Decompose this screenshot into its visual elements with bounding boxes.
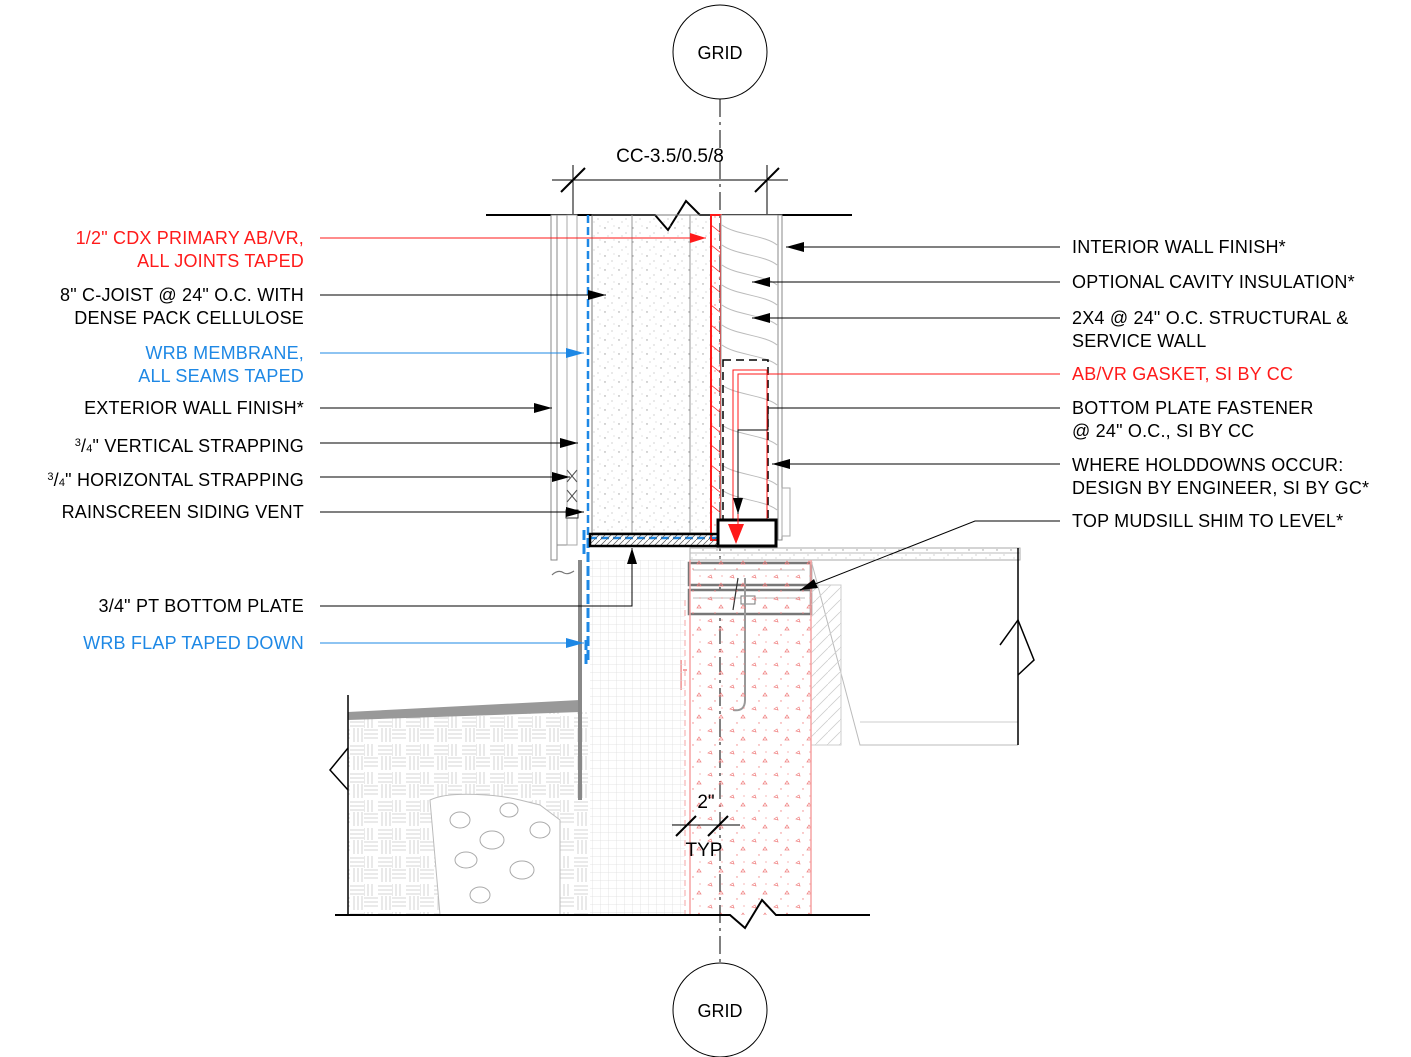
exterior-cladding [550, 214, 579, 576]
note-interior-finish-line: INTERIOR WALL FINISH* [1072, 237, 1286, 257]
wrb-flap [582, 530, 590, 665]
fraction-num: 3 [74, 437, 82, 449]
note-holddowns-line-2: DESIGN BY ENGINEER, SI BY GC* [1072, 478, 1370, 498]
pt-bottom-plate [588, 518, 778, 548]
fraction-num: 3 [47, 471, 54, 483]
note-interior-finish: INTERIOR WALL FINISH* [1072, 236, 1286, 259]
right-leaders [733, 242, 1060, 591]
note-wrb-flap-line: WRB FLAP TAPED DOWN [83, 633, 304, 653]
note-horizontal-strapping: 3/4" HORIZONTAL STRAPPING [47, 466, 304, 495]
note-exterior-finish: EXTERIOR WALL FINISH* [84, 397, 304, 420]
grid-marker-top: GRID [672, 4, 768, 100]
c-joist-cellulose [591, 214, 712, 534]
note-cavity-insulation-line: OPTIONAL CAVITY INSULATION* [1072, 272, 1355, 292]
cdx-air-barrier [710, 214, 722, 541]
note-ab-vr-gasket: AB/VR GASKET, SI BY CC [1072, 363, 1293, 386]
dimension-label: CC-3.5/0.5/8 [616, 146, 724, 167]
interior-framing [810, 548, 1035, 746]
grid-label-top: GRID [698, 43, 743, 63]
note-cdx-air-barrier: 1/2" CDX PRIMARY AB/VR, ALL JOINTS TAPED [76, 227, 304, 273]
note-cdx-line-1: 1/2" CDX PRIMARY AB/VR, [75, 228, 304, 248]
note-wrb-membrane: WRB MEMBRANE, ALL SEAMS TAPED [138, 342, 304, 388]
foundation-wall [680, 560, 812, 915]
grid-marker-bottom: GRID [672, 962, 768, 1057]
gap-dimension-label: 2" [697, 792, 714, 813]
note-vertical-strapping-line: 3/4" VERTICAL STRAPPING [74, 436, 304, 456]
vertical-strapping-text: " VERTICAL STRAPPING [92, 436, 304, 456]
note-cavity-insulation: OPTIONAL CAVITY INSULATION* [1072, 271, 1355, 294]
note-mudsill-shim-line: TOP MUDSILL SHIM TO LEVEL* [1072, 511, 1344, 531]
fraction-den: 4 [58, 477, 66, 489]
note-cdx-line-2: ALL JOINTS TAPED [137, 251, 304, 271]
note-wrb-line-1: WRB MEMBRANE, [145, 343, 304, 363]
exterior-soil [329, 560, 685, 916]
wall-dimension: CC-3.5/0.5/8 [552, 146, 788, 215]
note-bottom-plate-fastener: BOTTOM PLATE FASTENER @ 24" O.C., SI BY … [1072, 397, 1314, 443]
bottom-break-line [335, 898, 870, 930]
grid-label-bottom: GRID [698, 1001, 743, 1021]
note-c-joist: 8" C-JOIST @ 24" O.C. WITH DENSE PACK CE… [60, 284, 304, 330]
note-fastener-line-1: BOTTOM PLATE FASTENER [1072, 398, 1314, 418]
note-vertical-strapping: 3/4" VERTICAL STRAPPING [75, 432, 304, 461]
gap-dimension-note: TYP [686, 840, 723, 861]
note-c-joist-line-2: DENSE PACK CELLULOSE [74, 308, 304, 328]
note-pt-bottom-plate: 3/4" PT BOTTOM PLATE [99, 595, 304, 618]
note-service-wall: 2X4 @ 24" O.C. STRUCTURAL & SERVICE WALL [1072, 307, 1348, 353]
note-c-joist-line-1: 8" C-JOIST @ 24" O.C. WITH [60, 285, 304, 305]
note-service-wall-line-2: SERVICE WALL [1072, 331, 1207, 351]
note-pt-bottom-plate-line: 3/4" PT BOTTOM PLATE [98, 596, 304, 616]
fraction-den: 4 [86, 443, 93, 455]
note-horizontal-strapping-line: 3/4" HORIZONTAL STRAPPING [47, 470, 304, 490]
note-wrb-flap: WRB FLAP TAPED DOWN [83, 632, 304, 655]
note-rainscreen-vent-line: RAINSCREEN SIDING VENT [61, 502, 304, 522]
note-holddowns-line-1: WHERE HOLDDOWNS OCCUR: [1072, 455, 1344, 475]
horizontal-strapping-text: " HORIZONTAL STRAPPING [65, 470, 304, 490]
note-service-wall-line-1: 2X4 @ 24" O.C. STRUCTURAL & [1072, 308, 1349, 328]
gap-dimension: 2" TYP [672, 792, 740, 861]
note-holddowns: WHERE HOLDDOWNS OCCUR: DESIGN BY ENGINEE… [1072, 454, 1369, 500]
service-wall-insulation [720, 214, 791, 541]
note-mudsill-shim: TOP MUDSILL SHIM TO LEVEL* [1072, 510, 1343, 533]
left-leaders [320, 233, 706, 648]
note-ab-vr-gasket-line: AB/VR GASKET, SI BY CC [1072, 364, 1294, 384]
note-rainscreen-vent: RAINSCREEN SIDING VENT [62, 501, 304, 524]
note-fastener-line-2: @ 24" O.C., SI BY CC [1072, 421, 1255, 441]
note-exterior-finish-line: EXTERIOR WALL FINISH* [84, 398, 304, 418]
note-wrb-line-2: ALL SEAMS TAPED [138, 366, 304, 386]
